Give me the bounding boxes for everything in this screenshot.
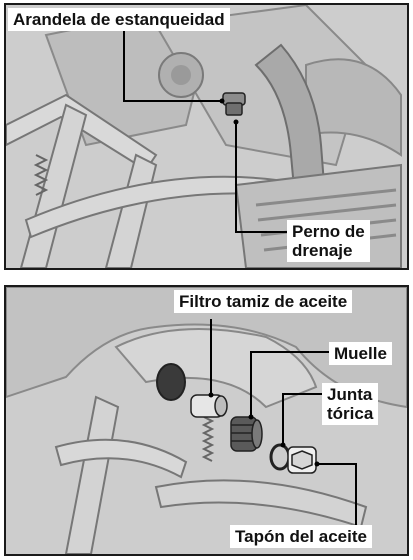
drain-bolt xyxy=(225,102,243,116)
engine-underside-drawing xyxy=(6,5,407,268)
oil-cap-part xyxy=(287,446,317,474)
callout-oil-cap: Tapón del aceite xyxy=(230,525,372,548)
callout-drain-bolt-line1: Perno de xyxy=(292,222,365,241)
callout-sealing-washer: Arandela de estanqueidad xyxy=(8,8,230,31)
callout-o-ring: Junta tórica xyxy=(322,383,379,425)
callout-o-ring-line2: tórica xyxy=(327,404,374,423)
callout-spring: Muelle xyxy=(329,342,392,365)
drain-bolt-illustration-panel: Arandela de estanqueidad Perno de drenaj… xyxy=(4,3,409,270)
callout-drain-bolt: Perno de drenaje xyxy=(287,220,370,262)
filter-screen-part xyxy=(190,394,228,418)
callout-oil-filter-screen: Filtro tamiz de aceite xyxy=(174,290,353,313)
callout-leader-lines xyxy=(210,319,357,527)
oil-filter-screen-illustration-panel: Filtro tamiz de aceite Muelle Junta tóri… xyxy=(4,285,409,556)
callout-drain-bolt-line2: drenaje xyxy=(292,241,353,260)
callout-o-ring-line1: Junta xyxy=(327,385,373,404)
filler-opening xyxy=(156,363,186,401)
callout-leader-lines xyxy=(123,29,289,233)
spring-part xyxy=(230,416,263,452)
